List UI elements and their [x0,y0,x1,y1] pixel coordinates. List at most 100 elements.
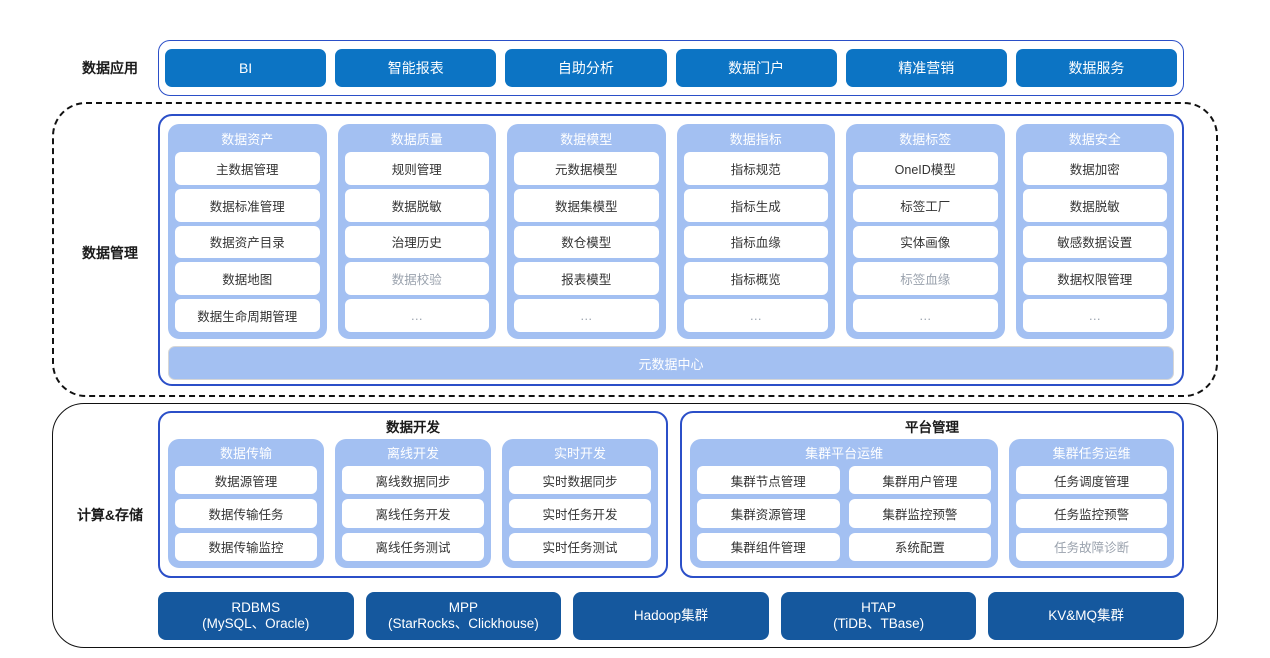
compute-group-column: 实时数据同步实时任务开发实时任务测试 [509,466,651,561]
management-group: 数据指标指标规范指标生成指标血缘指标概览… [676,124,835,339]
application-chip[interactable]: 智能报表 [335,49,497,87]
management-item[interactable]: 标签工厂 [853,188,998,222]
compute-panel-title: 平台管理 [905,420,959,435]
compute-group-title: 集群平台运维 [805,446,884,461]
management-item[interactable]: 元数据模型 [514,152,659,185]
compute-group-column: 集群节点管理集群资源管理集群组件管理 [697,466,840,561]
management-group-items: OneID模型标签工厂实体画像标签血缘… [853,152,998,332]
compute-item[interactable]: 集群资源管理 [697,499,840,528]
compute-item[interactable]: 离线任务测试 [342,532,484,561]
application-chip[interactable]: 数据门户 [675,49,837,87]
application-chip[interactable]: 精准营销 [845,49,1007,87]
management-item[interactable]: 指标生成 [683,188,828,222]
management-item[interactable]: OneID模型 [853,152,998,185]
management-item[interactable]: 指标概览 [683,262,828,296]
management-item[interactable]: … [683,299,828,332]
management-item[interactable]: 治理历史 [344,225,489,259]
row-label-compute-storage: 计算&存储 [76,507,144,523]
management-group-title: 数据标签 [899,132,952,147]
management-item[interactable]: … [1022,299,1167,332]
storage-chip[interactable]: HTAP(TiDB、TBase) [780,592,977,640]
management-item[interactable]: 数据资产目录 [175,225,320,259]
data-management-groups: 数据资产主数据管理数据标准管理数据资产目录数据地图数据生命周期管理数据质量规则管… [168,124,1174,339]
compute-item[interactable]: 数据源管理 [175,466,317,495]
compute-item[interactable]: 集群节点管理 [697,466,840,495]
management-item[interactable]: … [344,299,489,332]
compute-item[interactable]: 离线任务开发 [342,499,484,528]
management-item[interactable]: 主数据管理 [175,152,320,185]
compute-group-columns: 离线数据同步离线任务开发离线任务测试 [342,466,484,561]
compute-group-columns: 数据源管理数据传输任务数据传输监控 [175,466,317,561]
compute-storage-boundary [52,403,1218,648]
management-item[interactable]: 数据标准管理 [175,188,320,222]
management-group-items: 指标规范指标生成指标血缘指标概览… [683,152,828,332]
storage-chip[interactable]: MPP(StarRocks、Clickhouse) [365,592,562,640]
compute-item[interactable]: 系统配置 [848,532,992,561]
management-item[interactable]: 指标规范 [683,152,828,185]
compute-group-column: 任务调度管理任务监控预警任务故障诊断 [1016,466,1167,561]
management-item[interactable]: 数据生命周期管理 [175,299,320,332]
management-group-title: 数据指标 [729,132,782,147]
compute-item[interactable]: 集群组件管理 [697,532,840,561]
compute-item[interactable]: 实时任务开发 [509,499,651,528]
data-management-dashed-boundary [52,102,1218,397]
storage-chip[interactable]: RDBMS(MySQL、Oracle) [158,592,354,640]
row-label-data-application: 数据应用 [82,60,138,76]
compute-item[interactable]: 实时数据同步 [509,466,651,495]
compute-item[interactable]: 任务故障诊断 [1016,532,1167,561]
compute-group: 离线开发离线数据同步离线任务开发离线任务测试 [335,439,491,568]
storage-chip[interactable]: KV&MQ集群 [988,592,1184,640]
compute-item[interactable]: 任务调度管理 [1016,466,1167,495]
management-group-title: 数据质量 [390,132,443,147]
management-item[interactable]: 数据权限管理 [1022,262,1167,296]
storage-chip-title: MPP [448,600,479,615]
management-item[interactable]: 规则管理 [344,152,489,185]
management-item[interactable]: 数据集模型 [514,188,659,222]
management-item[interactable]: 数仓模型 [514,225,659,259]
compute-group-columns: 实时数据同步实时任务开发实时任务测试 [509,466,651,561]
management-item[interactable]: … [853,299,998,332]
management-group: 数据标签 OneID模型标签工厂实体画像标签血缘… [846,124,1005,339]
compute-item[interactable]: 集群用户管理 [848,466,992,495]
management-item[interactable]: 实体画像 [853,225,998,259]
compute-item[interactable]: 集群监控预警 [848,499,992,528]
management-item[interactable]: 标签血缘 [853,262,998,296]
application-chip[interactable]: BI [165,49,327,87]
storage-chip[interactable]: Hadoop集群 [573,592,769,640]
application-chip[interactable]: 数据服务 [1015,49,1178,87]
compute-panel-body: 集群平台运维集群节点管理集群资源管理集群组件管理集群用户管理集群监控预警系统配置… [690,439,1174,568]
metadata-center-bar[interactable]: 元数据中心 [168,346,1174,380]
compute-group-title: 实时开发 [553,446,606,461]
management-group-items: 规则管理数据脱敏治理历史数据校验… [344,152,489,332]
compute-panel: 数据开发数据传输数据源管理数据传输任务数据传输监控离线开发离线数据同步离线任务开… [158,411,668,578]
storage-chip-title: Hadoop集群 [633,608,709,623]
management-group-title: 数据安全 [1068,132,1121,147]
management-group: 数据质量规则管理数据脱敏治理历史数据校验… [337,124,496,339]
management-group-title: 数据模型 [560,132,613,147]
application-chip[interactable]: 自助分析 [505,49,667,87]
management-item[interactable]: 数据脱敏 [1022,188,1167,222]
compute-item[interactable]: 实时任务测试 [509,532,651,561]
compute-group-columns: 任务调度管理任务监控预警任务故障诊断 [1016,466,1167,561]
compute-item[interactable]: 数据传输任务 [175,499,317,528]
compute-item[interactable]: 离线数据同步 [342,466,484,495]
compute-group-column: 离线数据同步离线任务开发离线任务测试 [342,466,484,561]
management-item[interactable]: 指标血缘 [683,225,828,259]
management-item[interactable]: 数据校验 [344,262,489,296]
compute-item[interactable]: 任务监控预警 [1016,499,1167,528]
compute-group-column: 集群用户管理集群监控预警系统配置 [848,466,992,561]
compute-group-title: 数据传输 [219,446,272,461]
compute-item[interactable]: 数据传输监控 [175,532,317,561]
compute-panel-title: 数据开发 [386,420,440,435]
storage-engine-row: RDBMS(MySQL、Oracle)MPP(StarRocks、Clickho… [158,592,1184,640]
management-group-items: 元数据模型数据集模型数仓模型报表模型… [514,152,659,332]
management-item[interactable]: 数据脱敏 [344,188,489,222]
management-item[interactable]: 数据加密 [1022,152,1167,185]
compute-group: 集群平台运维集群节点管理集群资源管理集群组件管理集群用户管理集群监控预警系统配置 [690,439,999,568]
management-item[interactable]: 敏感数据设置 [1022,225,1167,259]
management-item[interactable]: … [514,299,659,332]
management-item[interactable]: 数据地图 [175,262,320,296]
management-item[interactable]: 报表模型 [514,262,659,296]
management-group: 数据模型元数据模型数据集模型数仓模型报表模型… [507,124,666,339]
